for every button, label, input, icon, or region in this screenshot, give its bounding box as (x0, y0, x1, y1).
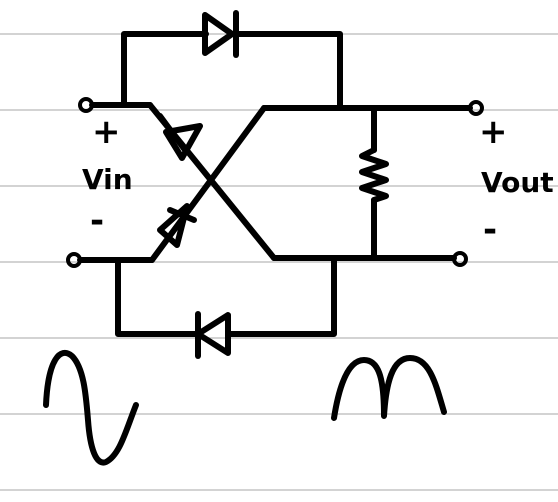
output-minus-label: - (483, 210, 497, 250)
diode-icon (157, 113, 203, 161)
input-voltage-label: Vin (82, 163, 133, 196)
resistor-icon (359, 147, 389, 203)
diode-icon (195, 311, 231, 359)
input-plus-label: + (92, 112, 121, 152)
output-plus-label: + (479, 112, 508, 152)
input-minus-label: - (90, 201, 104, 241)
circuit-wires (77, 31, 473, 337)
diode-icon (202, 10, 239, 58)
diode-icon (157, 203, 197, 248)
sine-wave-input-icon (43, 350, 139, 466)
output-voltage-label: Vout (481, 166, 554, 199)
rectified-wave-output-icon (331, 355, 447, 421)
